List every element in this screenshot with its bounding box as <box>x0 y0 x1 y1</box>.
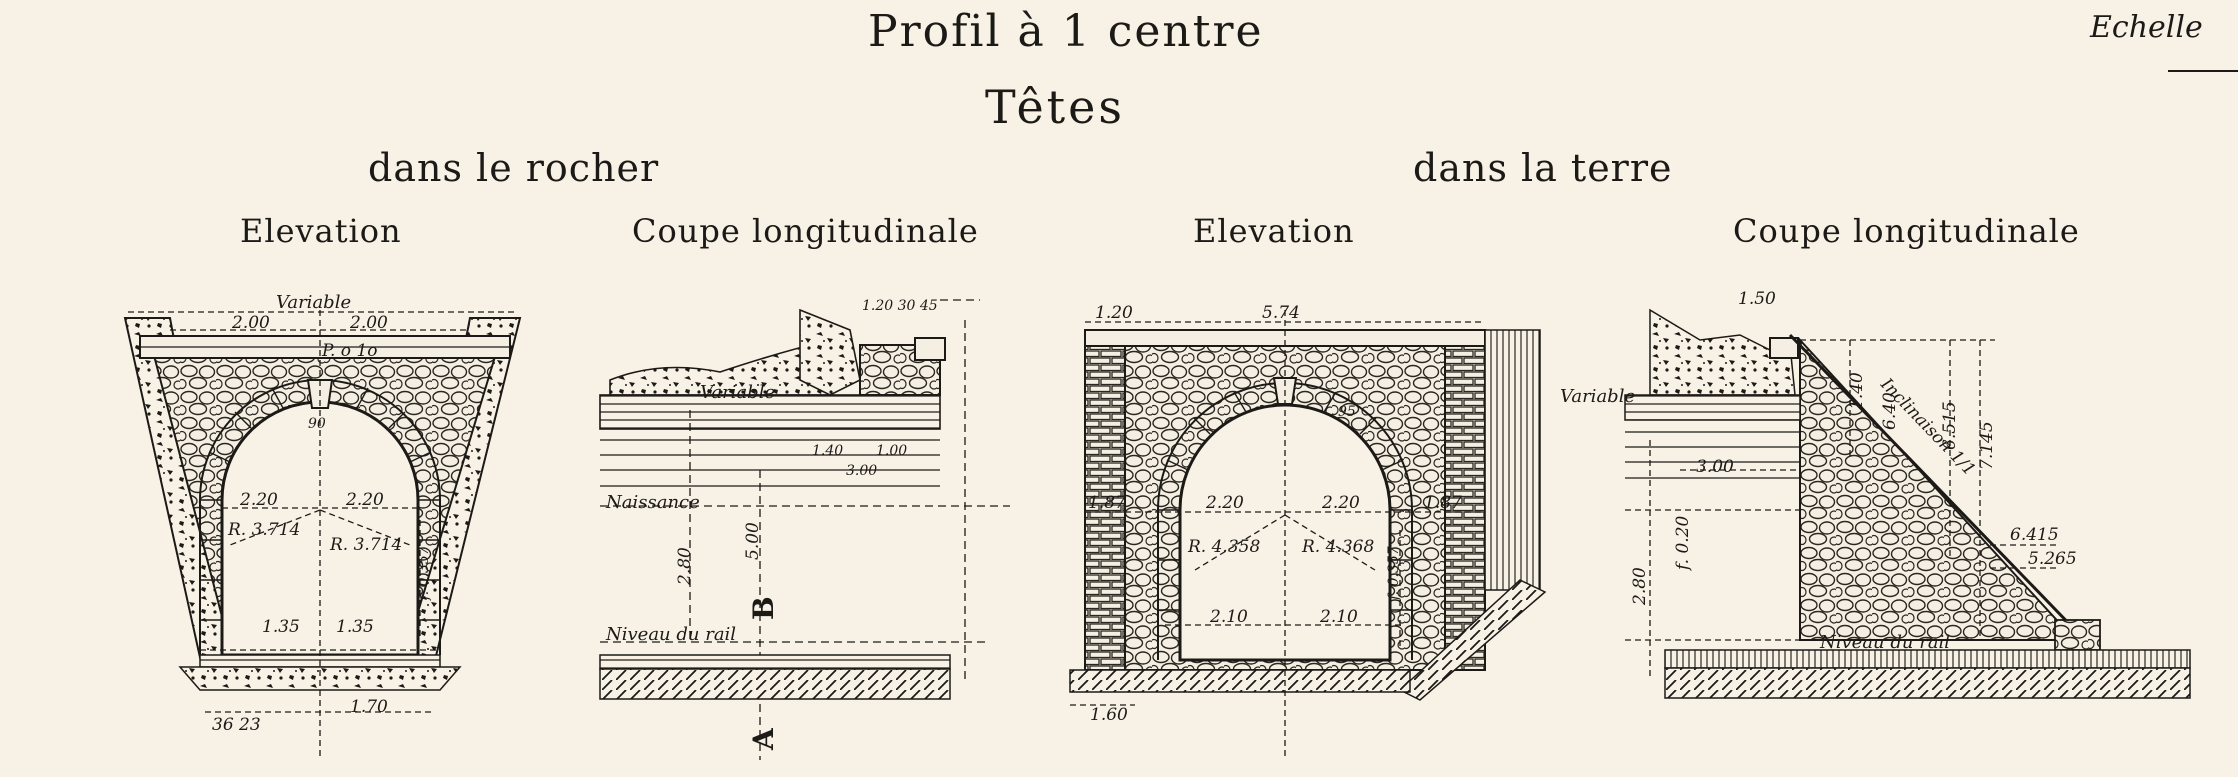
rock-elevation-drawing: Variable 2.00 2.00 P. o 1o 90 2.20 2.20 … <box>123 292 522 760</box>
dim-top-left: 2.00 <box>231 313 270 333</box>
scale-label: Echelle <box>2090 10 2203 45</box>
earth-section-slope-line <box>1788 333 2082 637</box>
dim-section-d3: 3.00 <box>846 463 877 479</box>
view-label-earth-section: Coupe longitudinale <box>1733 212 2080 250</box>
dim-foot-left: 36 23 <box>212 715 261 735</box>
view-label-rock-elevation: Elevation <box>240 212 402 250</box>
dim-earth-top-left: 1.20 <box>1095 303 1133 323</box>
view-label-rock-section: Coupe longitudinale <box>632 212 979 250</box>
dim-section-d1: 1.40 <box>812 443 843 459</box>
dim-earth-keystone: 95 <box>1338 404 1356 420</box>
section-rail-level-label: Niveau du rail <box>605 624 736 645</box>
section-rail-bed <box>599 654 951 670</box>
right-pilaster <box>1444 329 1486 671</box>
dim-section-top: 1.20 30 45 <box>862 298 938 314</box>
group-label-earth: dans la terre <box>1413 146 1673 190</box>
dim-radius-right: R. 3.714 <box>329 535 402 555</box>
earth-section-fill <box>1799 337 2078 641</box>
dim-earth-side-left: 1.87 <box>1088 493 1126 513</box>
dim-earth-half-right: 2.20 <box>1321 493 1360 513</box>
dim-parapet: P. o 1o <box>321 341 378 361</box>
dim-earth-top-width: 5.74 <box>1262 303 1300 323</box>
dim-earth-section-d5: 3.00 <box>1696 457 1734 477</box>
scale-bar <box>2168 70 2238 72</box>
dim-earth-half-left: 2.20 <box>1205 493 1244 513</box>
dim-rise: f. 0.357 <box>416 546 432 601</box>
dim-earth-base-left: 2.10 <box>1209 607 1248 627</box>
section-vault-crown <box>599 394 941 430</box>
dim-top-right: 2.00 <box>349 313 388 333</box>
dim-section-height-a: 2.80 <box>675 547 695 586</box>
drawing-subtitle: Têtes <box>985 80 1125 134</box>
section-mark-b: B <box>747 596 780 620</box>
dim-section-height-b: 5.00 <box>743 522 763 560</box>
dim-half-left: 2.20 <box>239 490 278 510</box>
dim-foot-right: 1.70 <box>350 697 388 717</box>
dim-base-right: 1.35 <box>336 617 374 637</box>
wing-wall <box>1484 329 1541 591</box>
earth-elevation-drawing: 1.20 5.74 95 1.87 1.87 2.20 2.20 R. 4.35… <box>1069 303 1547 760</box>
dim-earth-radius-right: R. 4.368 <box>1301 537 1374 557</box>
dim-keystone: 90 <box>308 416 326 432</box>
dim-earth-radius-left: R. 4.358 <box>1187 537 1260 557</box>
dim-earth-section-d6: 6.415 <box>2010 525 2059 545</box>
section-springing-label: Naissance <box>605 492 700 513</box>
view-label-earth-elevation: Elevation <box>1193 212 1355 250</box>
earth-embankment <box>1398 579 1547 701</box>
dim-half-right: 2.20 <box>345 490 384 510</box>
dim-variable: Variable <box>276 292 351 313</box>
group-label-rock: dans le rocher <box>368 146 660 190</box>
earth-section-variable: Variable <box>1560 386 1635 407</box>
section-mark-a: A <box>747 727 780 751</box>
dim-earth-section-d7: 5.265 <box>2028 549 2077 569</box>
dim-earth-section-top: 1.50 <box>1738 289 1776 309</box>
dim-section-variable: Variable <box>700 382 775 403</box>
section-vault-lines <box>600 439 940 487</box>
earth-section-drawing: 1.50 Variable 1.40 6.40 6.515 7.145 3.00… <box>1560 289 2191 699</box>
dim-earth-section-h1: 2.80 <box>1630 567 1650 606</box>
dim-radius-left: R. 3.714 <box>227 520 300 540</box>
dim-earth-section-d4: 7.145 <box>1977 421 1997 470</box>
dim-earth-base-right: 2.10 <box>1319 607 1358 627</box>
dim-earth-section-h2: f. 0.20 <box>1673 515 1693 572</box>
rock-section-drawing: 1.20 30 45 Variable 1.40 1.00 3.00 Naiss… <box>599 298 1010 760</box>
dim-earth-foot: 1.60 <box>1090 705 1128 725</box>
dim-section-d2: 1.00 <box>876 443 907 459</box>
dim-earth-section-d3: 6.515 <box>1940 401 1960 450</box>
dim-earth-side-right: 1.87 <box>1424 493 1462 513</box>
drawing-title: Profil à 1 centre <box>868 6 1264 57</box>
earth-section-rail-level-label: Niveau du rail <box>1819 632 1950 653</box>
dim-earth-rise: f. 0.357 <box>1386 546 1402 601</box>
dim-earth-section-d1: 1.40 <box>1847 372 1867 410</box>
dim-earth-section-d2: 6.40 <box>1880 392 1900 430</box>
dim-base-left: 1.35 <box>262 617 300 637</box>
